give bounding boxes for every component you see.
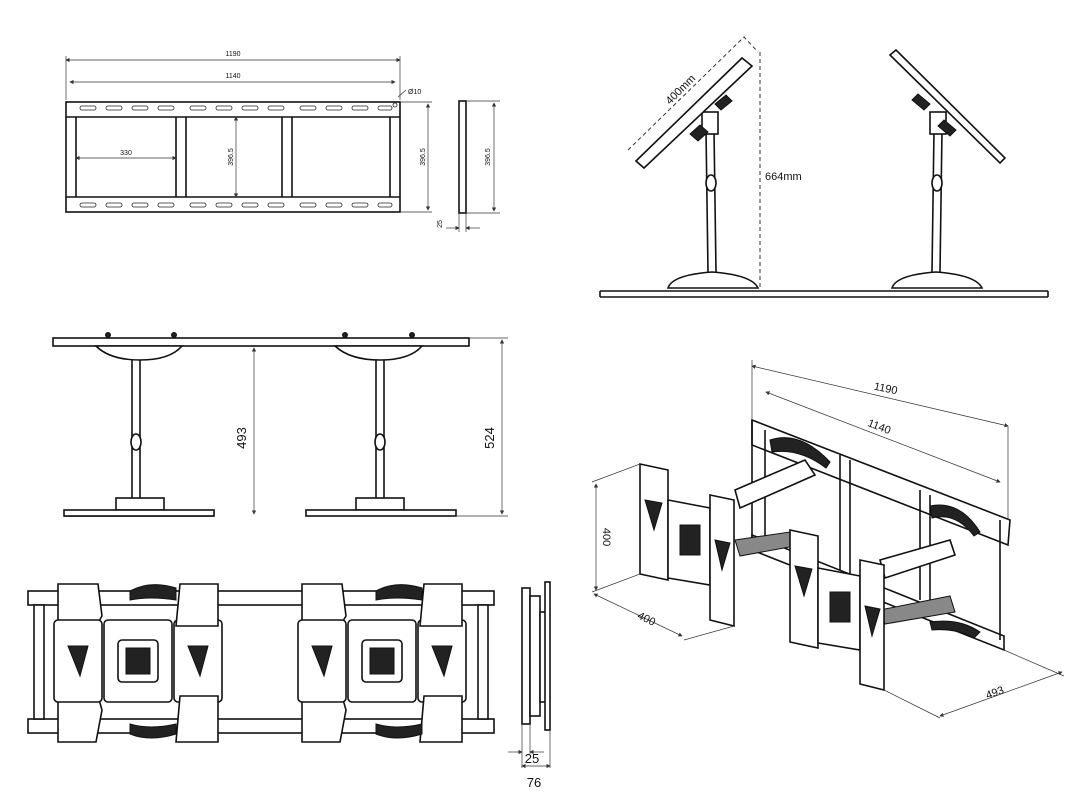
- dim-stand-height: 664mm: [765, 171, 802, 183]
- dim-height-outer: 524: [482, 427, 497, 449]
- dim-depth-a: 25: [525, 751, 539, 766]
- dim-height-c: 396.5: [485, 148, 492, 166]
- dim-height-a: 396.5: [228, 148, 235, 166]
- tilt-side-views: [599, 36, 1049, 298]
- dim-iso-plate-height: 400: [600, 528, 612, 546]
- dim-height-inner: 493: [234, 427, 249, 449]
- dim-hole: Ø10: [408, 89, 421, 96]
- dim-iso-inner-width: 1140: [866, 417, 892, 437]
- arm-side-view: [508, 581, 551, 769]
- isometric-view: [591, 360, 1065, 719]
- inverted-front-view: [52, 332, 508, 517]
- dim-panel-size: 400mm: [664, 73, 698, 107]
- dim-depth-b: 76: [527, 775, 541, 790]
- dim-iso-outer-width: 1190: [873, 381, 899, 398]
- dim-iso-plate-width: 400: [635, 610, 657, 629]
- dim-height-b: 396.5: [420, 148, 427, 166]
- dim-inner-width: 1140: [225, 73, 240, 80]
- frame-side-view: [446, 100, 500, 232]
- dim-iso-reach: 493: [984, 684, 1005, 702]
- dim-outer-width: 1190: [225, 51, 240, 58]
- dim-thickness: 25: [437, 220, 444, 228]
- arm-front-view: [27, 583, 495, 743]
- dim-span: 330: [120, 150, 132, 157]
- frame-front-view: [65, 56, 432, 213]
